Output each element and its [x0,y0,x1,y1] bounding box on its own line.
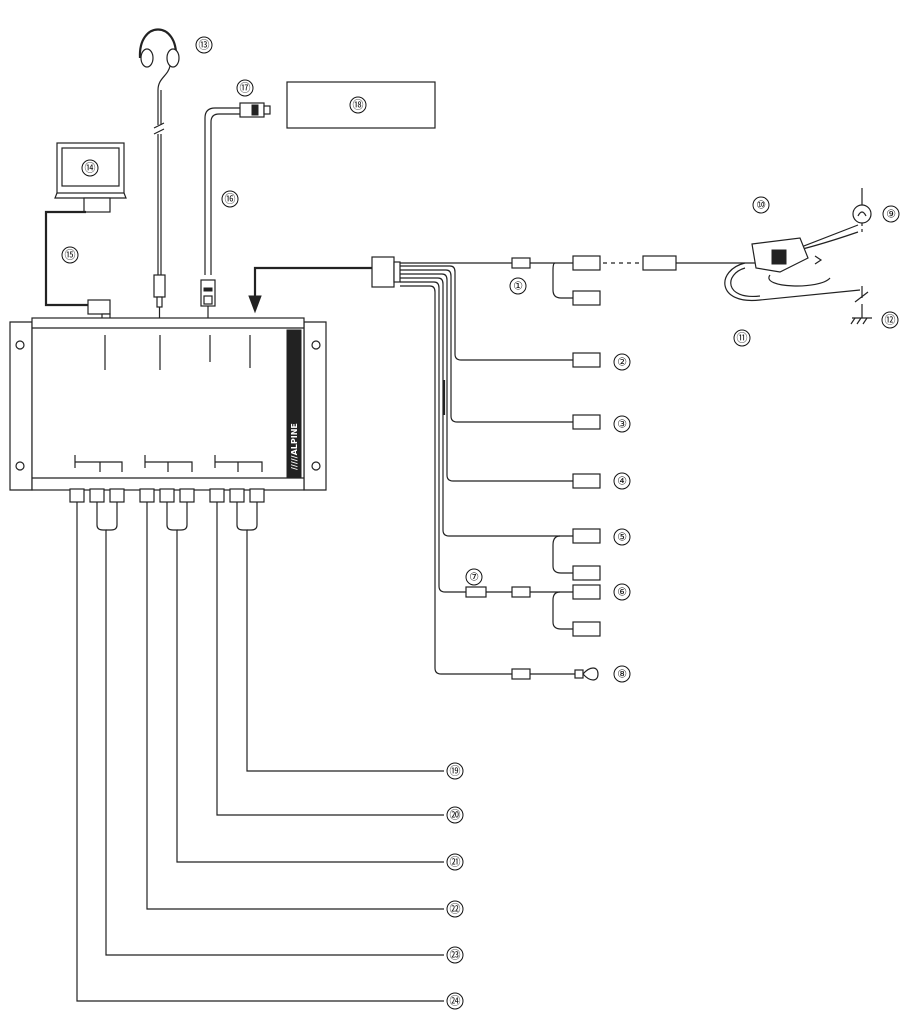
callout-8: ⑧ [613,665,631,683]
callout-5: ⑤ [613,528,631,546]
harness-wires [400,262,573,675]
output-cables [76,502,444,1002]
callout-21: ㉑ [446,853,464,871]
splice-connector-10 [724,224,861,302]
headphones-icon [138,28,180,91]
svg-text:⑮: ⑮ [65,249,76,262]
svg-text:⑤: ⑤ [617,531,627,544]
callout-22: ㉒ [446,900,464,918]
callout-13: ⑬ [195,36,213,54]
wire-1 [511,255,760,306]
svg-text:⑦: ⑦ [469,571,479,584]
callout-20: ⑳ [446,806,464,824]
monitor-cable [44,197,111,324]
callout-1: ① [509,277,527,295]
callout-2: ② [613,353,631,371]
callout-4: ④ [613,472,631,490]
callout-3: ③ [613,415,631,433]
switch-icon [854,286,869,318]
callout-18: ⑱ [349,96,367,114]
svg-text:⑫: ⑫ [885,314,896,327]
svg-text:⑨: ⑨ [886,208,896,221]
headphone-cable [153,90,166,318]
svg-text:①: ① [513,280,523,293]
svg-text:⑯: ⑯ [225,193,236,206]
svg-text:⑬: ⑬ [199,39,210,52]
svg-text:⑲: ⑲ [450,765,461,778]
svg-text:③: ③ [617,418,627,431]
callout-6: ⑥ [613,583,631,601]
bulb-icon [852,188,872,232]
brand-label: /////ALPINE [290,423,299,470]
svg-text:⑭: ⑭ [85,162,96,175]
callout-9: ⑨ [882,205,900,223]
cable-16 [200,107,240,318]
svg-text:⑳: ⑳ [450,809,461,822]
callout-14: ⑭ [81,159,99,177]
rca-jacks [69,488,265,503]
svg-text:㉒: ㉒ [450,903,461,916]
callout-15: ⑮ [61,246,79,264]
svg-text:④: ④ [617,475,627,488]
svg-text:⑱: ⑱ [353,99,364,112]
monitor-icon [54,142,127,199]
connection-arrow [248,266,372,314]
connector-17 [239,102,271,118]
svg-text:㉔: ㉔ [450,995,461,1008]
ground-icon [850,317,872,325]
wire-terminals [465,352,601,681]
svg-text:⑩: ⑩ [756,199,766,212]
svg-text:⑥: ⑥ [617,586,627,599]
callout-11: ⑪ [733,329,751,347]
svg-text:㉓: ㉓ [450,949,461,962]
svg-text:⑧: ⑧ [617,668,627,681]
callout-10: ⑩ [752,196,770,214]
callout-16: ⑯ [221,190,239,208]
callout-19: ⑲ [446,762,464,780]
callout-17: ⑰ [236,79,254,97]
callout-12: ⑫ [881,311,899,329]
svg-text:②: ② [617,356,627,369]
svg-text:⑪: ⑪ [737,332,748,345]
callout-7: ⑦ [465,568,483,586]
main-unit: /////ALPINE [9,317,327,503]
harness-plug [371,256,401,288]
callout-23: ㉓ [446,946,464,964]
svg-text:⑰: ⑰ [240,82,251,95]
callout-24: ㉔ [446,992,464,1010]
svg-text:㉑: ㉑ [450,856,461,869]
